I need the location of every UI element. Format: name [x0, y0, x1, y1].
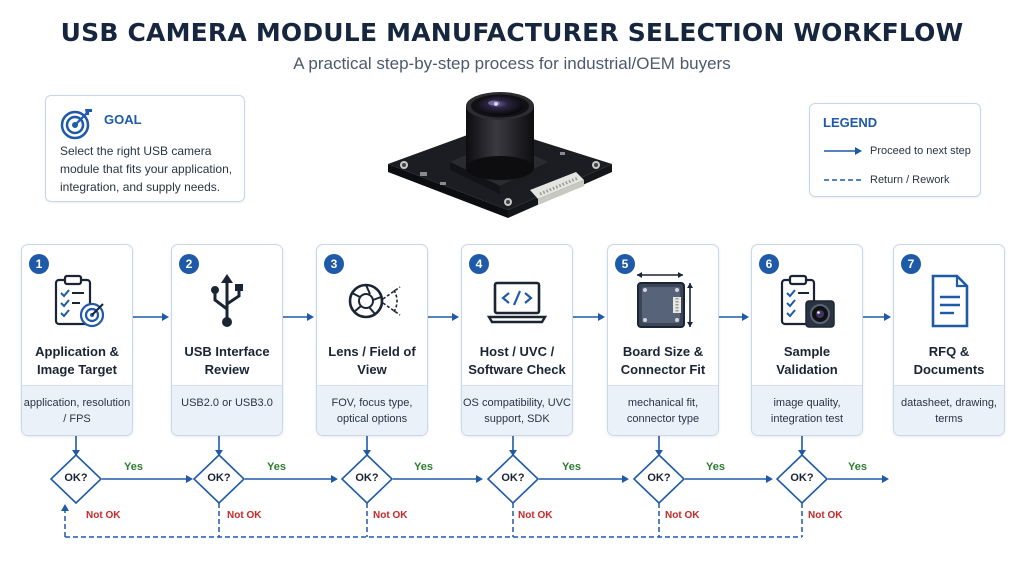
- legend-rework-label: Return / Rework: [870, 174, 950, 186]
- step-title: Board Size & Connector Fit: [620, 344, 706, 377]
- solid-arrow-icon: [824, 147, 862, 155]
- goal-text: Select the right USB camera module that …: [60, 144, 233, 194]
- goal-label: GOAL: [104, 112, 142, 127]
- legend-proceed-label: Proceed to next step: [870, 145, 971, 157]
- board-dimension-icon: [637, 272, 693, 328]
- step-title: Host / UVC / Software Check: [468, 344, 566, 377]
- not-ok-label-2: Not OK: [227, 510, 262, 521]
- laptop-code-icon: [487, 281, 547, 324]
- step-card-4: 4 Host / UVC / Software Check OS compati…: [461, 244, 573, 436]
- legend-proceed: Proceed to next step: [823, 144, 973, 158]
- yes-label-5: Yes: [706, 461, 725, 473]
- yes-label-1: Yes: [124, 461, 143, 473]
- step-description: FOV, focus type, optical options: [317, 385, 427, 435]
- page-title: USB CAMERA MODULE MANUFACTURER SELECTION…: [60, 18, 964, 47]
- document-icon: [931, 274, 969, 328]
- step-card-1: 1 Application & Image Target application…: [21, 244, 133, 436]
- yes-label-2: Yes: [267, 461, 286, 473]
- step-card-6: 6 Sample Validation image quality, integ…: [751, 244, 863, 436]
- decision-ok-1: OK?: [64, 472, 88, 484]
- step-description: image quality, integration test: [752, 385, 862, 435]
- decision-ok-5: OK?: [647, 472, 671, 484]
- page-subtitle: A practical step-by-step process for ind…: [293, 54, 731, 73]
- aperture-icon: [348, 283, 401, 319]
- decision-ok-4: OK?: [501, 472, 525, 484]
- not-ok-label-5: Not OK: [665, 510, 700, 521]
- step-number: 3: [324, 254, 344, 274]
- step-number: 5: [615, 254, 635, 274]
- yes-label-3: Yes: [414, 461, 433, 473]
- goal-box: GOAL Select the right USB camera module …: [45, 95, 245, 202]
- step-description: application, resolution / FPS: [22, 385, 132, 435]
- decision-ok-6: OK?: [790, 472, 814, 484]
- step-number: 7: [901, 254, 921, 274]
- step-description: OS compatibility, UVC support, SDK: [462, 385, 572, 435]
- not-ok-label-3: Not OK: [373, 510, 408, 521]
- step-description: mechanical fit, connector type: [608, 385, 718, 435]
- not-ok-label-4: Not OK: [518, 510, 553, 521]
- step-number: 6: [759, 254, 779, 274]
- legend-rework: Return / Rework: [823, 173, 973, 187]
- decision-ok-3: OK?: [355, 472, 379, 484]
- step-title: Application & Image Target: [35, 344, 119, 377]
- decision-ok-2: OK?: [207, 472, 231, 484]
- step-number: 2: [179, 254, 199, 274]
- legend-box: LEGEND Proceed to next step Return / Rew…: [809, 103, 981, 197]
- step-card-2: 2 USB Interface Review USB2.0 or USB3.0: [171, 244, 283, 436]
- clipboard-camera-icon: [780, 274, 835, 328]
- usb-camera-module-image: [388, 92, 612, 218]
- yes-label-6: Yes: [848, 461, 867, 473]
- not-ok-label-1: Not OK: [86, 510, 121, 521]
- step-card-5: 5 Board Size & Connector Fit mechanical …: [607, 244, 719, 436]
- step-description: datasheet, drawing, terms: [894, 385, 1004, 435]
- not-ok-label-6: Not OK: [808, 510, 843, 521]
- step-title: Sample Validation: [776, 344, 838, 377]
- clipboard-target-icon: [54, 274, 105, 328]
- step-card-3: 3 Lens / Field of View FOV, focus type, …: [316, 244, 428, 436]
- legend-label: LEGEND: [823, 115, 878, 130]
- step-number: 4: [469, 254, 489, 274]
- step-number: 1: [29, 254, 49, 274]
- step-title: USB Interface Review: [184, 344, 270, 377]
- target-icon: [60, 109, 92, 140]
- step-description: USB2.0 or USB3.0: [172, 385, 282, 435]
- yes-label-4: Yes: [562, 461, 581, 473]
- dashed-line-icon: [824, 179, 861, 181]
- step-title: Lens / Field of View: [328, 344, 416, 377]
- step-card-7: 7 RFQ & Documents datasheet, drawing, te…: [893, 244, 1005, 436]
- usb-icon: [211, 274, 243, 327]
- step-title: RFQ & Documents: [913, 344, 985, 377]
